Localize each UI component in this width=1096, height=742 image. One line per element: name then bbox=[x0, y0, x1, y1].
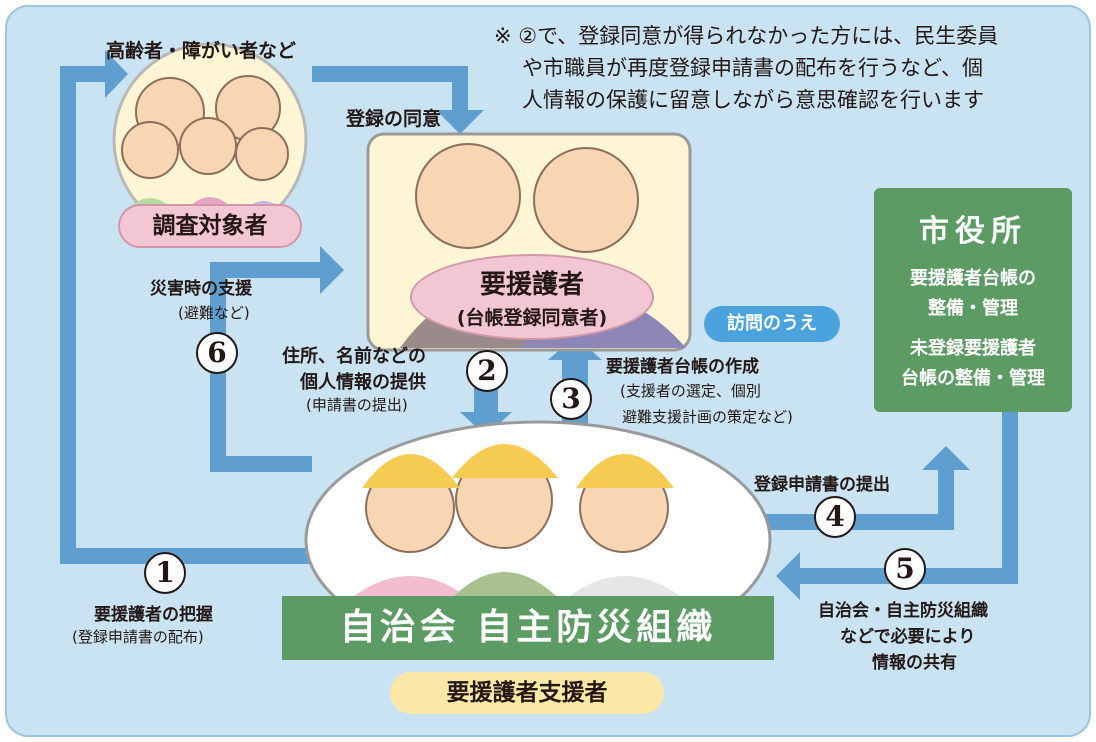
requester-badge: 要援護者 (台帳登録同意者) bbox=[410, 254, 654, 340]
consent-label: 登録の同意 bbox=[346, 108, 442, 130]
step-5-line2: などで必要により bbox=[840, 627, 976, 647]
survey-badge: 調査対象者 bbox=[118, 204, 302, 248]
city-hall-title: 市役所 bbox=[919, 214, 1027, 249]
requester-subtitle: (台帳登録同意者) bbox=[456, 307, 608, 329]
step-3-line3: 避難支援計画の策定など) bbox=[622, 408, 793, 426]
step-2-line2: 個人情報の提供 bbox=[300, 372, 426, 393]
step-1-number: 1 bbox=[144, 552, 186, 594]
note-line-3: 人情報の保護に留意しながら意思確認を行います bbox=[522, 88, 984, 112]
survey-top-label: 高齢者・障がい者など bbox=[106, 40, 297, 62]
arrow-5 bbox=[776, 410, 1018, 600]
city-hall-item1-line2: 整備・管理 bbox=[928, 298, 1018, 319]
city-hall-box: 市役所 要援護者台帳の 整備・管理 未登録要援護者 台帳の整備・管理 bbox=[874, 188, 1072, 412]
step-6-line2: (避難など) bbox=[178, 304, 250, 322]
note-line-2: や市職員が再度登録申請書の配布を行うなど、個 bbox=[522, 56, 983, 80]
survey-subjects-illustration bbox=[112, 42, 308, 238]
step-3-line2: (支援者の選定、個別 bbox=[620, 382, 761, 400]
visit-badge: 訪問のうえ bbox=[704, 306, 840, 342]
requester-title: 要援護者 bbox=[479, 270, 584, 300]
step-4-number: 4 bbox=[814, 496, 856, 538]
arrow-4 bbox=[760, 446, 970, 530]
step-6-line1: 災害時の支援 bbox=[150, 279, 252, 299]
community-title: 自治会 自主防災組織 bbox=[282, 596, 774, 660]
step-3-number: 3 bbox=[550, 378, 592, 420]
step-5-line1: 自治会・自主防災組織 bbox=[818, 601, 988, 621]
arrow-consent bbox=[312, 66, 484, 134]
step-3-line1: 要援護者台帳の作成 bbox=[606, 357, 759, 377]
step-5-line3: 情報の共有 bbox=[872, 653, 957, 673]
note-line-1: ※ ②で、登録同意が得られなかった方には、民生委員 bbox=[494, 24, 999, 48]
arrow-6 bbox=[210, 246, 344, 472]
arrow-2 bbox=[460, 356, 512, 436]
city-hall-item2-line1: 未登録要援護者 bbox=[910, 338, 1036, 359]
step-1-line2: (登録申請書の配布) bbox=[72, 628, 204, 646]
step-2-line3: (申請書の提出) bbox=[306, 396, 408, 414]
city-hall-item1-line1: 要援護者台帳の bbox=[910, 268, 1036, 289]
step-6-number: 6 bbox=[196, 332, 238, 374]
step-5-number: 5 bbox=[884, 548, 926, 590]
supporter-badge: 要援護者支援者 bbox=[390, 672, 664, 714]
step-1-line1: 要援護者の把握 bbox=[94, 605, 213, 625]
step-2-line1: 住所、名前などの bbox=[282, 346, 426, 367]
step-4-line1: 登録申請書の提出 bbox=[754, 475, 890, 495]
step-2-number: 2 bbox=[466, 350, 508, 392]
city-hall-item2-line2: 台帳の整備・管理 bbox=[901, 368, 1045, 389]
